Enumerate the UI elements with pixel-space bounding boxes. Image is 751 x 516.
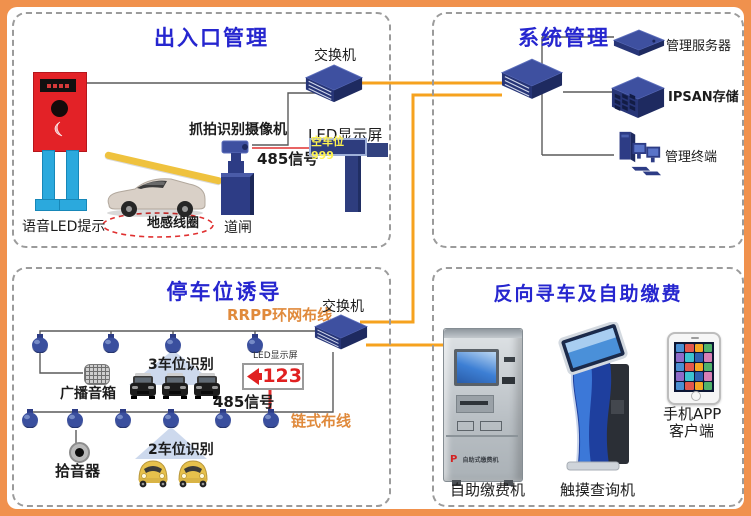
panel-payment-title: 反向寻车及自助缴费 (493, 283, 683, 305)
two-space-label: 2车位识别 (148, 442, 214, 458)
phone-home-button (691, 391, 701, 401)
left-arrow-icon (247, 368, 263, 385)
core-switch-icon (501, 58, 563, 101)
kiosk-leg-right (66, 150, 79, 202)
parked-car-icon (129, 372, 157, 400)
entrance-switch-icon (305, 64, 363, 104)
parked-car-icon (161, 372, 189, 400)
query-kiosk-icon (551, 322, 641, 478)
payment-kiosk-brand-p: P (450, 454, 458, 465)
kiosk-speaker (51, 100, 68, 117)
dome-camera-icon (164, 334, 182, 353)
kiosk-logo-icon (54, 121, 63, 137)
kiosk-leg-left (42, 150, 55, 202)
dome-camera-icon (102, 334, 120, 353)
dome-camera-icon (66, 409, 84, 428)
app-label-line1: 手机APP (663, 405, 722, 423)
panel-payment: 反向寻车及自助缴费 (432, 267, 744, 507)
barrier-gate-icon (221, 173, 254, 215)
panel-parking-guidance: 停车位诱导 (12, 267, 391, 507)
ground-loop-label: 地感线圈 (147, 216, 200, 231)
rrpp-ring-label: RRPP环网布线 (227, 306, 333, 324)
mobile-phone-icon (667, 332, 721, 405)
guidance-switch-icon (314, 314, 368, 351)
guidance-led-value: 123 (262, 365, 302, 387)
beetle-car-icon (136, 456, 170, 488)
broadcast-speaker-icon (84, 364, 110, 385)
management-server-label: 管理服务器 (666, 39, 732, 54)
ipsan-storage-label: IPSAN存储 (668, 90, 739, 105)
dome-camera-icon (262, 409, 280, 428)
three-space-label: 3车位识别 (148, 357, 214, 373)
dome-camera-icon (114, 409, 132, 428)
barrier-label: 道闸 (224, 220, 252, 236)
dome-camera-icon (31, 334, 49, 353)
panel-system-title: 系统管理 (518, 26, 610, 50)
kiosk-foot-right (59, 199, 87, 211)
payment-kiosk-label: 自助缴费机 (450, 481, 526, 499)
management-terminal-label: 管理终端 (665, 150, 718, 165)
panel-entrance-title: 出入口管理 (154, 26, 269, 50)
broadcast-speaker-label: 广播音箱 (60, 386, 116, 402)
beam-2-space (135, 427, 207, 459)
microphone-icon (69, 442, 90, 463)
signal-485-label: 485信号 (257, 150, 319, 168)
panel-entrance-management: 出入口管理 (12, 12, 391, 248)
phone-screen (674, 342, 714, 392)
app-label-line2: 客户端 (669, 422, 715, 440)
led-display-pole (345, 156, 361, 212)
query-kiosk-label: 触摸查询机 (560, 481, 636, 499)
payment-kiosk-brand-text: 自助式缴费机 (462, 457, 499, 464)
microphone-label: 拾音器 (55, 462, 101, 480)
ipsan-storage-icon (611, 76, 665, 119)
entrance-switch-label: 交换机 (314, 48, 356, 64)
management-server-icon (613, 29, 665, 57)
car-icon (103, 167, 207, 217)
payment-kiosk-printer (456, 395, 494, 413)
panel-system-management: 系统管理 (432, 12, 744, 248)
guidance-led-sign: 123 (242, 363, 304, 390)
dome-camera-icon (162, 409, 180, 428)
payment-kiosk-screen (454, 349, 499, 386)
led-display-text: 空车位999 (311, 134, 344, 162)
dome-camera-icon (21, 409, 39, 428)
guidance-signal-label: 485信号 (213, 393, 275, 411)
guidance-switch-label: 交换机 (322, 299, 364, 315)
led-display-arm (367, 143, 388, 157)
panel-guidance-title: 停车位诱导 (166, 280, 282, 304)
capture-camera-label: 抓拍识别摄像机 (189, 122, 287, 138)
beetle-car-icon (176, 456, 210, 488)
voice-led-label: 语音LED提示 (22, 219, 106, 235)
dome-camera-icon (214, 409, 232, 428)
chain-wiring-label: 链式布线 (291, 412, 352, 430)
payment-kiosk-icon: P 自助式缴费机 (443, 328, 523, 486)
voice-led-kiosk-icon (33, 72, 87, 152)
kiosk-screen (40, 79, 76, 92)
led-display-icon: 空车位999 (309, 135, 367, 162)
guidance-led-label: LED显示屏 (253, 351, 298, 361)
management-terminal-icon (613, 130, 663, 178)
